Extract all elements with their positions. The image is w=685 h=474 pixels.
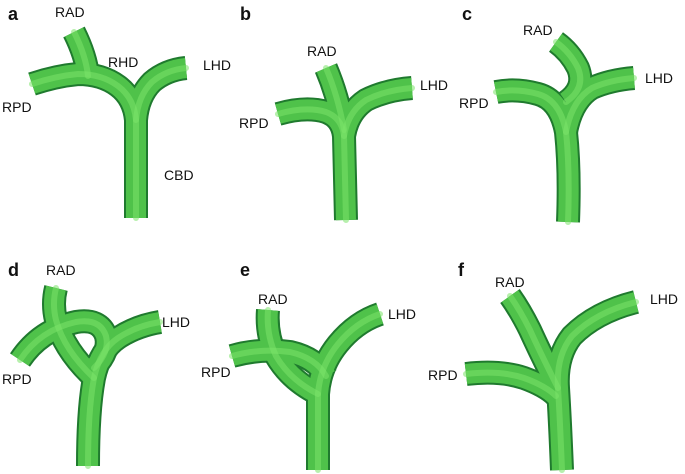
panel-d-label-lhd: LHD: [162, 314, 190, 330]
panel-b: b RAD LHD RPD: [239, 4, 448, 223]
panel-f: f RAD LHD RPD: [428, 260, 678, 473]
panel-b-ducts-segment-highlight: [323, 65, 347, 133]
panel-e-ducts: [228, 302, 385, 473]
panel-e-label-lhd: LHD: [388, 306, 416, 322]
panel-b-ducts: [274, 63, 415, 223]
panel-b-letter: b: [240, 4, 251, 24]
panel-a-letter: a: [8, 4, 19, 24]
panel-a-label-rpd: RPD: [2, 99, 32, 115]
panel-e-ducts-segment-highlight: [229, 347, 329, 379]
panel-e-ducts-highlight: [229, 307, 383, 473]
panel-f-ducts-segment-highlight: [463, 369, 559, 399]
panel-a-label-rhd: RHD: [108, 54, 138, 70]
panel-f-ducts-segment-highlight: [554, 299, 639, 473]
panel-a-ducts-highlight: [29, 29, 189, 221]
panel-c-ducts-segment-highlight: [563, 75, 637, 135]
panel-e-ducts-segment: [307, 304, 384, 470]
panel-f-label-rpd: RPD: [428, 367, 458, 383]
panel-a-ducts-segment-highlight: [29, 71, 139, 221]
panel-e-label-rad: RAD: [258, 291, 288, 307]
panel-a-label-lhd: LHD: [203, 57, 231, 73]
panel-a-ducts-segment-highlight: [71, 29, 91, 79]
panel-c-ducts-highlight: [493, 39, 637, 225]
panel-d-label-rpd: RPD: [2, 371, 32, 387]
panel-d-ducts-segment-highlight: [17, 318, 110, 371]
panel-a-label-rad: RAD: [55, 4, 85, 20]
panel-d-ducts: [10, 285, 163, 469]
panel-d-ducts-segment-highlight: [51, 285, 97, 381]
panel-d-ducts-highlight: [17, 285, 163, 469]
panel-a-ducts: [28, 26, 189, 221]
panel-a-ducts-segment: [28, 64, 146, 218]
panel-d-letter: d: [8, 260, 19, 280]
panel-b-ducts-segment-highlight: [341, 85, 415, 139]
panel-d-label-rad: RAD: [46, 262, 76, 278]
panel-b-ducts-highlight: [275, 65, 415, 223]
panel-a: a RAD RHD LHD RPD CBD: [2, 4, 231, 221]
panel-b-label-lhd: LHD: [420, 77, 448, 93]
panel-e: e RAD LHD RPD: [201, 260, 416, 473]
panel-c-letter: c: [462, 4, 472, 24]
panel-f-ducts: [463, 289, 640, 473]
panel-c-label-lhd: LHD: [645, 70, 673, 86]
panel-a-label-cbd: CBD: [164, 167, 194, 183]
panel-a-ducts-segment-highlight: [133, 65, 189, 123]
panel-c-ducts-segment-highlight: [553, 39, 584, 105]
panel-d: d RAD LHD RPD: [2, 260, 190, 469]
panel-c-ducts: [493, 32, 637, 225]
panel-f-label-rad: RAD: [495, 274, 525, 290]
panel-c-ducts-segment-highlight: [493, 87, 572, 225]
panel-c-label-rpd: RPD: [459, 95, 489, 111]
panel-f-letter: f: [458, 260, 465, 280]
panel-f-label-lhd: LHD: [650, 291, 678, 307]
panel-e-ducts-segment-highlight: [264, 307, 321, 397]
panel-c: c RAD LHD RPD: [459, 4, 673, 225]
panel-c-label-rad: RAD: [523, 22, 553, 38]
panel-f-ducts-highlight: [463, 293, 639, 473]
panel-e-letter: e: [240, 260, 250, 280]
panel-b-label-rpd: RPD: [239, 115, 269, 131]
panel-f-ducts-segment-highlight: [507, 293, 561, 391]
panel-e-label-rpd: RPD: [201, 364, 231, 380]
panel-b-label-rad: RAD: [307, 43, 337, 59]
